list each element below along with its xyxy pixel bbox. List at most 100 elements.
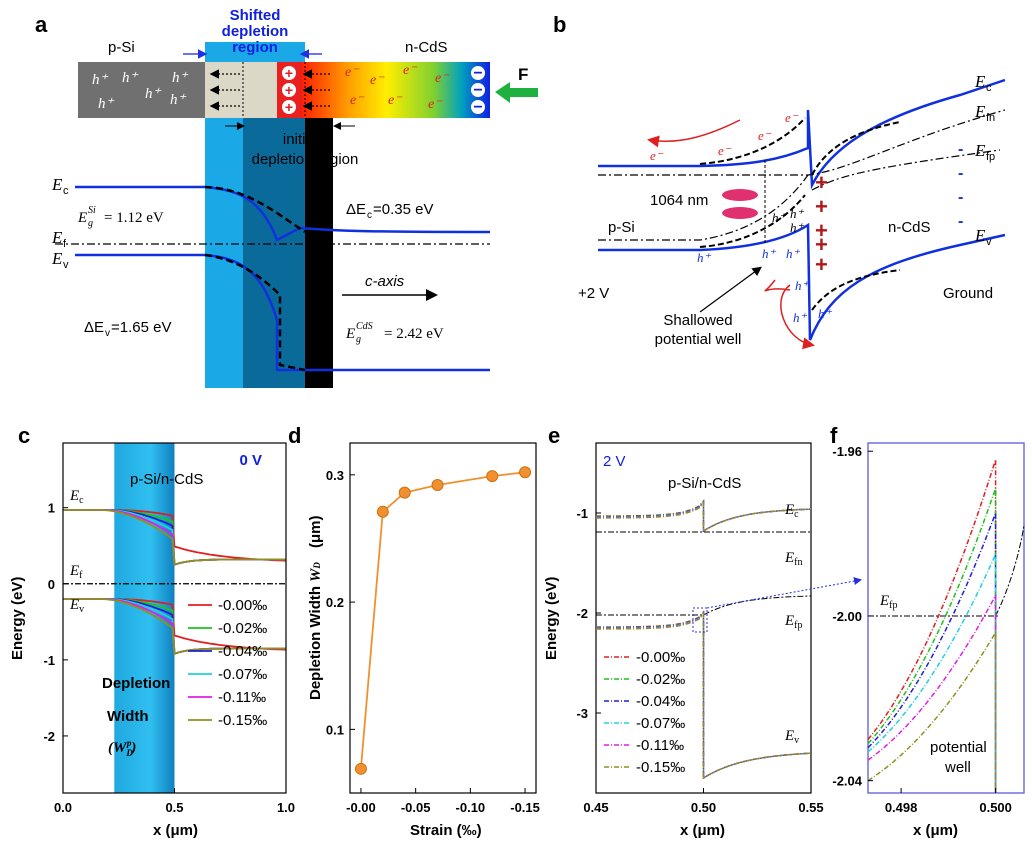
n-cds-bar — [302, 62, 490, 118]
panel-label-a: a — [35, 12, 48, 37]
d-xlabel: Strain (‰) — [410, 822, 482, 839]
c-xtick-label: 0.5 — [165, 800, 183, 815]
f-curve — [867, 512, 997, 793]
delta-ev-sub: v — [105, 328, 110, 339]
d-xtick-label: -0.05 — [401, 800, 431, 815]
b-ec-label: E — [974, 72, 986, 91]
eg-cds-sym: E — [345, 326, 355, 342]
svg-text:e⁻: e⁻ — [718, 143, 732, 158]
c-legend-label: -0.15‰ — [218, 712, 267, 729]
c-ec-label: Ec — [69, 488, 84, 506]
svg-text:h⁺: h⁺ — [122, 70, 139, 86]
initial-depletion-column — [243, 118, 305, 388]
e-efn-label: Efn — [784, 550, 803, 568]
e-legend-label: -0.00‰ — [636, 649, 685, 666]
b-ev-label: E — [974, 226, 986, 245]
svg-text:−: − — [473, 82, 482, 99]
f-curve — [867, 553, 997, 793]
b-efn-label: E — [974, 102, 986, 121]
f-xtick-label: 0.500 — [979, 800, 1012, 815]
svg-text:-: - — [958, 141, 963, 158]
f-ytick-label: -1.96 — [832, 444, 862, 459]
force-label: F — [518, 65, 528, 84]
d-xtick-label: -0.00 — [346, 800, 376, 815]
c-ytick-label: -1 — [43, 653, 55, 668]
f-ytick-label: -2.00 — [832, 609, 862, 624]
f-well-2: well — [944, 759, 971, 776]
d-ytick-label: 0.2 — [326, 595, 344, 610]
e-curves — [596, 499, 812, 780]
wavelength-label: 1064 nm — [650, 192, 708, 209]
positive-ions: + + + — [282, 65, 296, 115]
panel-label-f: f — [830, 423, 838, 448]
svg-text:h⁺: h⁺ — [790, 220, 805, 235]
c-legend-label: -0.07‰ — [218, 666, 267, 683]
e-ytick-label: -2 — [576, 606, 588, 621]
panel-d: d -0.00-0.05-0.10-0.150.30.20.1 Depletio… — [288, 423, 540, 839]
svg-text:h⁺: h⁺ — [786, 246, 801, 261]
f-curve — [867, 459, 997, 793]
svg-text:-: - — [958, 213, 963, 230]
svg-text:+: + — [815, 194, 828, 219]
e-xtick-label: 0.55 — [798, 800, 823, 815]
c-ev-curve — [63, 598, 286, 656]
f-curves — [867, 459, 1025, 793]
svg-text:c: c — [986, 82, 992, 94]
d-ticks: -0.00-0.05-0.10-0.150.30.20.1 — [326, 468, 540, 815]
f-xlabel: x (μm) — [913, 822, 958, 839]
svg-text:h⁺: h⁺ — [793, 310, 808, 325]
svg-text:e⁻: e⁻ — [758, 128, 772, 143]
e-ec-label: Ec — [784, 502, 799, 520]
e-legend-label: -0.02‰ — [636, 671, 685, 688]
eg-cds-sup: CdS — [356, 321, 373, 332]
svg-text:h⁺: h⁺ — [170, 92, 187, 108]
panel-label-b: b — [553, 12, 566, 37]
c-xtick-label: 0.0 — [54, 800, 72, 815]
e-legend-label: -0.04‰ — [636, 693, 685, 710]
svg-text:h⁺: h⁺ — [92, 72, 109, 88]
svg-text:e⁻: e⁻ — [345, 65, 360, 80]
delta-ec-sub: c — [367, 210, 372, 221]
c-legend-label: -0.00‰ — [218, 597, 267, 614]
p-si-label: p-Si — [108, 39, 135, 56]
b-ec-dashed — [699, 117, 806, 165]
svg-text:+: + — [815, 252, 828, 277]
c-depletion-1: Depletion — [102, 675, 170, 692]
delta-ev-value: =1.65 eV — [111, 319, 171, 336]
c-legend-label: -0.11‰ — [218, 689, 266, 706]
cds-depletion-column — [305, 118, 333, 388]
bias-label: +2 V — [578, 285, 609, 302]
b-negative-charges: - - - - — [958, 141, 963, 230]
c-xtick-label: 1.0 — [277, 800, 295, 815]
svg-text:h⁺: h⁺ — [790, 206, 805, 221]
f-curve — [867, 488, 997, 793]
c-legend-label: -0.02‰ — [218, 620, 267, 637]
d-ytick-label: 0.1 — [326, 722, 344, 737]
svg-text:-: - — [958, 189, 963, 206]
shifted-label-2: depletion — [222, 23, 289, 40]
electrons-group: e⁻e⁻e⁻e⁻ e⁻e⁻e⁻ — [345, 63, 450, 112]
c-ytick-label: 1 — [48, 501, 55, 516]
svg-text:-: - — [958, 165, 963, 182]
svg-text:h⁺: h⁺ — [795, 278, 810, 293]
e-efp-label: Efp — [784, 613, 803, 631]
f-efp-cont — [995, 525, 1025, 617]
e-ytick-label: -1 — [576, 506, 588, 521]
d-xtick-label: -0.10 — [456, 800, 486, 815]
svg-text:h⁺: h⁺ — [145, 86, 162, 102]
svg-text:h⁺: h⁺ — [697, 250, 712, 265]
svg-text:h⁺: h⁺ — [762, 246, 777, 261]
zoom-arrow — [706, 577, 862, 609]
eg-cds-sub: g — [356, 334, 361, 345]
panel-label-e: e — [548, 423, 560, 448]
ec-label: E — [51, 175, 63, 194]
well-label-1: Shallowed — [663, 312, 732, 329]
e-legend: -0.00‰-0.02‰-0.04‰-0.07‰-0.11‰-0.15‰ — [604, 649, 685, 776]
b-n-cds-label: n-CdS — [888, 219, 931, 236]
eg-cds-value: = 2.42 eV — [384, 326, 444, 342]
holes-group: h⁺h⁺h⁺ h⁺h⁺h⁺ — [92, 70, 189, 112]
